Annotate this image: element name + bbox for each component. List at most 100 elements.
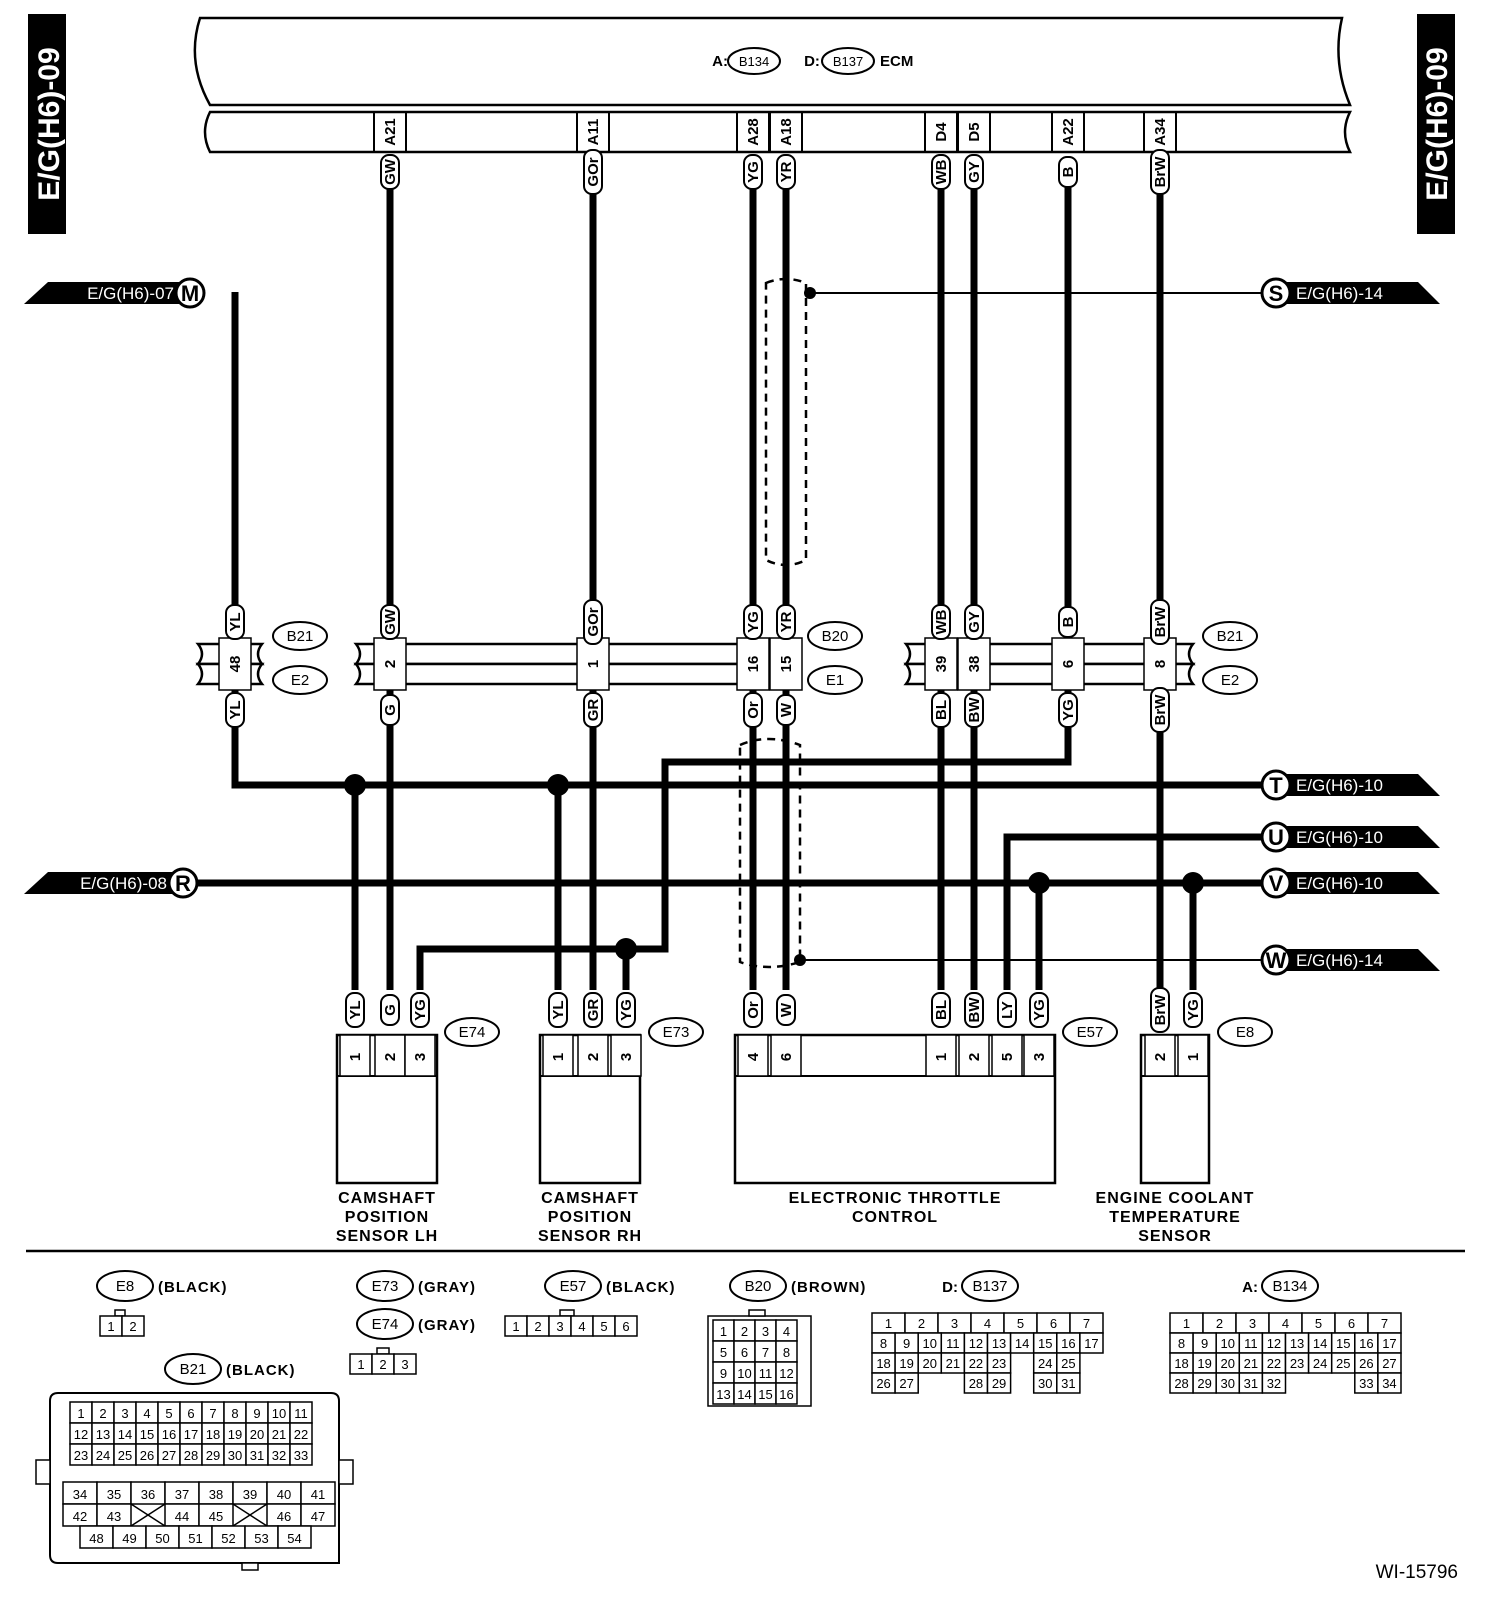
svg-text:2: 2 (585, 1053, 602, 1061)
svg-text:34: 34 (73, 1487, 87, 1502)
svg-text:(BROWN): (BROWN) (791, 1279, 866, 1296)
svg-text:33: 33 (1359, 1376, 1373, 1391)
splice-dots (344, 287, 1204, 966)
svg-text:E73: E73 (663, 1024, 690, 1041)
svg-text:1: 1 (885, 1316, 892, 1331)
svg-text:53: 53 (254, 1531, 268, 1546)
svg-text:8: 8 (880, 1336, 887, 1351)
component-E57-pin-6: 6 (778, 1053, 795, 1061)
svg-text:27: 27 (162, 1448, 176, 1463)
circuit-ref-U[interactable]: E/G(H6)-10U (1260, 821, 1440, 853)
junction-top-color-1: GOr (583, 599, 603, 645)
svg-text:11: 11 (294, 1406, 308, 1421)
svg-text:26: 26 (1359, 1356, 1373, 1371)
svg-text:8: 8 (1152, 660, 1169, 668)
svg-text:39: 39 (933, 656, 950, 673)
svg-text:30: 30 (228, 1448, 242, 1463)
circuit-ref-W[interactable]: E/G(H6)-14W (1260, 944, 1440, 976)
svg-text:A18: A18 (778, 118, 795, 146)
circuit-ref-T[interactable]: E/G(H6)-10T (1260, 769, 1440, 801)
svg-text:1: 1 (512, 1319, 519, 1334)
svg-text:WB: WB (933, 609, 950, 634)
circuit-ref-V[interactable]: E/G(H6)-10V (1260, 867, 1440, 899)
junction-pin-39: 39 (933, 656, 950, 673)
junction-bottom-color-38: BW (964, 692, 984, 728)
svg-text:E/G(H6)-14: E/G(H6)-14 (1296, 951, 1383, 970)
svg-text:3: 3 (1249, 1316, 1256, 1331)
svg-text:G: G (382, 704, 399, 716)
svg-text:33: 33 (294, 1448, 308, 1463)
ecm-wire-color-D5: GY (964, 154, 984, 190)
svg-text:5: 5 (1315, 1316, 1322, 1331)
component-E8-pin-1: 1 (1185, 1053, 1202, 1061)
ecm-pin-A11: A11 (585, 119, 602, 146)
svg-text:30: 30 (1221, 1376, 1235, 1391)
svg-text:YG: YG (1031, 999, 1048, 1021)
svg-text:16: 16 (162, 1427, 176, 1442)
svg-text:31: 31 (1244, 1376, 1258, 1391)
svg-text:17: 17 (1382, 1336, 1396, 1351)
component-E57-pin-5: 5 (999, 1053, 1016, 1061)
svg-text:3: 3 (401, 1357, 408, 1372)
svg-text:5: 5 (165, 1406, 172, 1421)
svg-text:B20: B20 (822, 628, 849, 645)
ecm-module: A: B134 D: B137 ECM (193, 16, 1353, 154)
svg-text:26: 26 (876, 1376, 890, 1391)
svg-text:48: 48 (89, 1531, 103, 1546)
page-ref-tab-left: E/G(H6)-09 (28, 14, 66, 234)
svg-text:3: 3 (121, 1406, 128, 1421)
wires (198, 175, 1280, 990)
svg-text:24: 24 (1038, 1356, 1052, 1371)
svg-text:50: 50 (155, 1531, 169, 1546)
svg-text:B21: B21 (180, 1361, 207, 1378)
svg-text:16: 16 (745, 656, 762, 673)
svg-text:E/G(H6)-10: E/G(H6)-10 (1296, 776, 1383, 795)
circuit-ref-S[interactable]: E/G(H6)-14S (1260, 277, 1440, 309)
junction-bottom-color-8: BrW (1150, 687, 1170, 733)
svg-text:1: 1 (1185, 1053, 1202, 1061)
svg-text:5: 5 (720, 1345, 727, 1360)
svg-text:YG: YG (1060, 699, 1077, 721)
svg-text:45: 45 (209, 1509, 223, 1524)
svg-text:9: 9 (903, 1336, 910, 1351)
svg-text:ELECTRONIC THROTTLE: ELECTRONIC THROTTLE (789, 1190, 1002, 1207)
svg-text:42: 42 (73, 1509, 87, 1524)
svg-text:19: 19 (899, 1356, 913, 1371)
svg-text:3: 3 (556, 1319, 563, 1334)
svg-text:4: 4 (1282, 1316, 1289, 1331)
svg-text:15: 15 (1336, 1336, 1350, 1351)
svg-text:18: 18 (876, 1356, 890, 1371)
component-E57-wire-1: BL (931, 992, 951, 1028)
svg-text:CAMSHAFT: CAMSHAFT (338, 1190, 436, 1207)
svg-text:G: G (382, 1004, 399, 1016)
page-ref-tab-right: E/G(H6)-09 (1417, 14, 1455, 234)
svg-text:E/G(H6)-10: E/G(H6)-10 (1296, 874, 1383, 893)
svg-text:19: 19 (228, 1427, 242, 1442)
svg-text:E/G(H6)-07: E/G(H6)-07 (87, 284, 174, 303)
svg-text:2: 2 (382, 660, 399, 668)
svg-text:25: 25 (118, 1448, 132, 1463)
svg-text:A:: A: (1242, 1279, 1258, 1296)
svg-text:8: 8 (783, 1345, 790, 1360)
svg-text:31: 31 (250, 1448, 264, 1463)
component-E57-wire-6: W (776, 994, 796, 1026)
svg-text:38: 38 (966, 656, 983, 673)
svg-text:6: 6 (1348, 1316, 1355, 1331)
svg-text:7: 7 (209, 1406, 216, 1421)
svg-text:4: 4 (745, 1052, 762, 1061)
svg-text:32: 32 (1267, 1376, 1281, 1391)
svg-text:16: 16 (779, 1387, 793, 1402)
svg-text:6: 6 (1050, 1316, 1057, 1331)
svg-text:(GRAY): (GRAY) (418, 1279, 476, 1296)
